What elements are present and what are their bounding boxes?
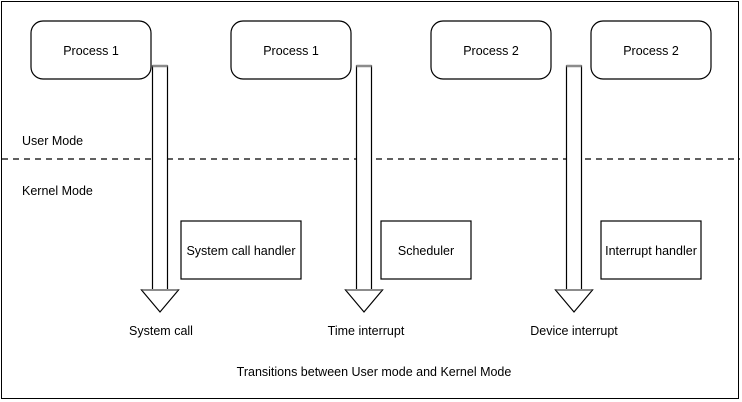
- kernel-mode-label: Kernel Mode: [22, 184, 93, 198]
- process-box-3: [430, 20, 552, 80]
- process-label-1: Process 1: [63, 44, 119, 58]
- block-arrow-group: [140, 64, 594, 313]
- handler-box-1: [180, 220, 302, 280]
- handler-box-2: [380, 220, 472, 280]
- user-mode-label: User Mode: [22, 134, 84, 148]
- handler-box-group: [180, 220, 702, 280]
- process-label-3: Process 2: [463, 44, 519, 58]
- handler-label-interrupt-handler: Interrupt handler: [605, 244, 697, 258]
- process-box-1: [30, 20, 152, 80]
- process-label-4: Process 2: [623, 44, 679, 58]
- process-box-4: [590, 20, 712, 80]
- process-box-group: [30, 20, 712, 80]
- arrow-label-device-interrupt: Device interrupt: [530, 324, 618, 338]
- block-arrow-1: [140, 65, 180, 313]
- process-label-2: Process 1: [263, 44, 319, 58]
- process-box-2: [230, 20, 352, 80]
- handler-box-3: [600, 220, 702, 280]
- arrow-label-time-interrupt: Time interrupt: [327, 324, 405, 338]
- handler-label-scheduler: Scheduler: [397, 244, 455, 258]
- arrow-label-system-call: System call: [129, 324, 193, 338]
- block-arrow-3: [554, 65, 594, 313]
- handler-label-system-call-handler: System call handler: [186, 244, 296, 258]
- diagram-caption: Transitions between User mode and Kernel…: [236, 365, 512, 379]
- block-arrow-2: [344, 65, 384, 313]
